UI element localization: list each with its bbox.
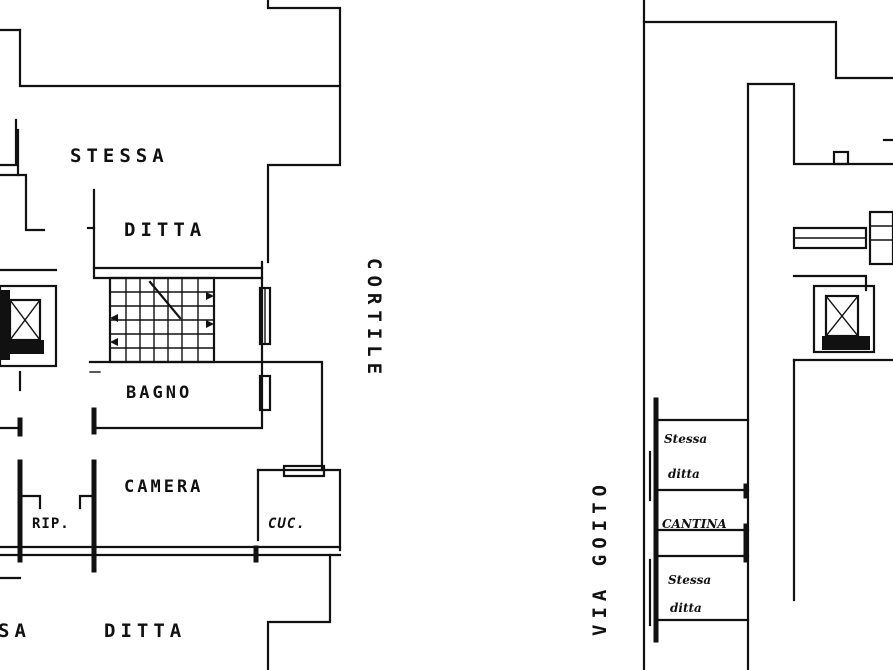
- label-sa-bottom: SA: [0, 620, 31, 642]
- left-plan-walls: [0, 0, 342, 670]
- label-cellar2-line2: ditta: [670, 601, 702, 615]
- label-cantina: CANTINA: [662, 517, 727, 531]
- label-stessa-top: STESSA: [70, 145, 169, 167]
- label-cellar1-line1: Stessa: [664, 432, 707, 446]
- label-ditta-top: DITTA: [124, 219, 206, 241]
- staircase: [108, 276, 216, 364]
- label-cuc: CUC.: [268, 516, 306, 532]
- label-bagno: BAGNO: [126, 383, 192, 403]
- label-cellar1-line2: ditta: [668, 467, 700, 481]
- label-cellar2-line1: Stessa: [668, 573, 711, 587]
- label-rip: RIP.: [32, 516, 70, 532]
- label-via-goito: VIA GOITO: [589, 479, 611, 636]
- label-cortile: CORTILE: [363, 258, 385, 380]
- label-camera: CAMERA: [124, 477, 203, 497]
- right-plan-walls: [642, 0, 893, 670]
- label-ditta-bottom: DITTA: [104, 620, 186, 642]
